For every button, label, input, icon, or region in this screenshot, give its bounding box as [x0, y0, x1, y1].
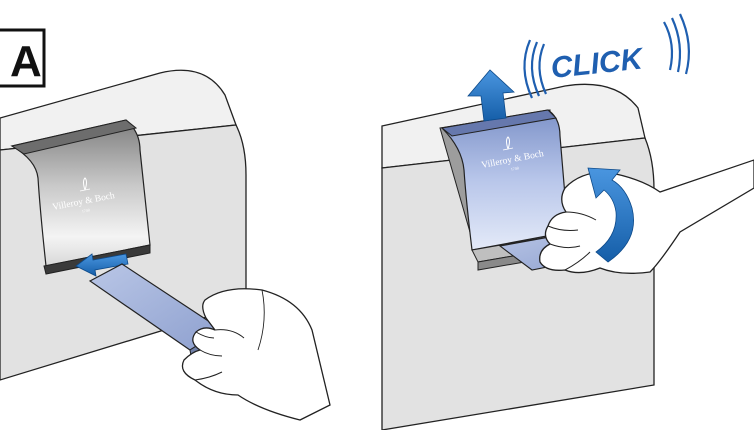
right-panel: Villeroy & Boch 1748 CLICK	[382, 14, 754, 430]
click-text: CLICK	[549, 42, 646, 85]
left-panel: Villeroy & Boch 1748	[0, 70, 330, 420]
step-label-box: A	[0, 30, 44, 86]
sound-waves-right	[664, 14, 689, 74]
step-label: A	[10, 37, 42, 86]
sound-waves-left	[524, 40, 546, 98]
hand	[182, 289, 330, 420]
click-sound: CLICK	[524, 14, 688, 98]
